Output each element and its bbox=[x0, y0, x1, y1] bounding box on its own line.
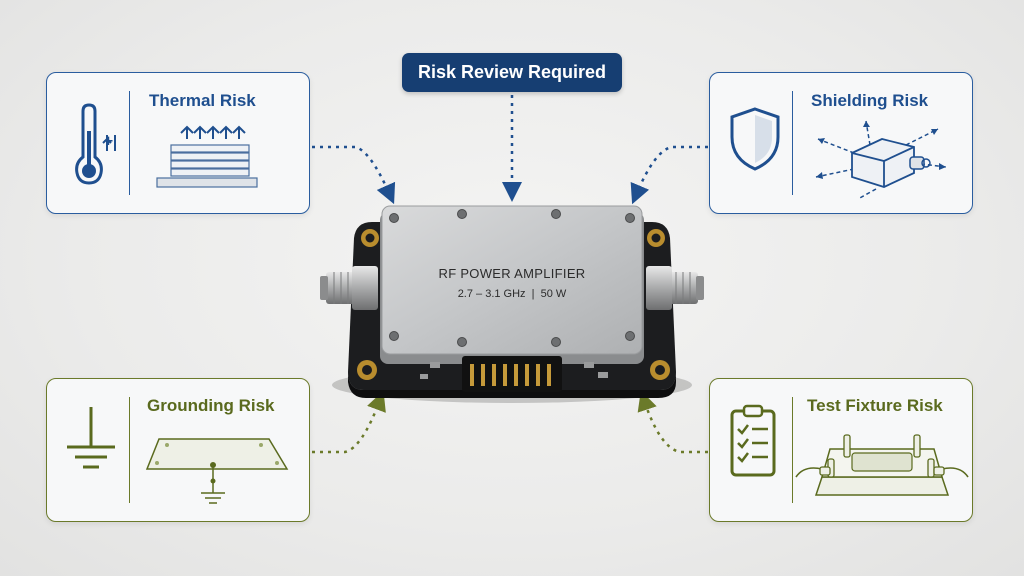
lid-screws bbox=[389, 209, 635, 347]
ground-plane-icon bbox=[145, 438, 289, 504]
heat-sink-icon bbox=[156, 125, 258, 188]
thermal-divider bbox=[129, 91, 130, 195]
pin-header bbox=[462, 356, 562, 392]
mounting-holes bbox=[357, 229, 670, 380]
test-fixture-arrow bbox=[637, 390, 708, 454]
shielding-risk-card: Shielding Risk bbox=[709, 72, 973, 214]
grounding-divider bbox=[129, 397, 130, 503]
shielding-divider bbox=[792, 91, 793, 195]
left-sma-connector bbox=[320, 266, 378, 310]
risk-review-banner: Risk Review Required bbox=[402, 53, 622, 92]
grounding-risk-card: Grounding Risk bbox=[46, 378, 310, 522]
shield-icon bbox=[730, 107, 780, 171]
ground-symbol-icon bbox=[67, 407, 115, 469]
test-fixture-risk-title: Test Fixture Risk bbox=[807, 396, 943, 415]
metal-lid bbox=[381, 205, 643, 355]
device-spec: 2.7 – 3.1 GHz | 50 W bbox=[457, 288, 567, 300]
thermal-risk-title: Thermal Risk bbox=[149, 91, 256, 110]
test-fixture-risk-card: Test Fixture Risk bbox=[709, 378, 973, 522]
grounding-arrow bbox=[312, 390, 386, 454]
test-fixture-icon bbox=[795, 434, 969, 496]
right-sma-connector bbox=[646, 266, 704, 310]
shielding-risk-title: Shielding Risk bbox=[811, 91, 929, 110]
thermometer-icon: + bbox=[75, 103, 116, 185]
thermal-risk-card: + Thermal Risk bbox=[46, 72, 310, 214]
grounding-risk-title: Grounding Risk bbox=[147, 396, 275, 415]
checklist-icon bbox=[730, 404, 776, 477]
device-name: RF POWER AMPLIFIER bbox=[438, 266, 586, 281]
test-fixture-divider bbox=[792, 397, 793, 503]
emission-box-icon bbox=[815, 120, 947, 200]
